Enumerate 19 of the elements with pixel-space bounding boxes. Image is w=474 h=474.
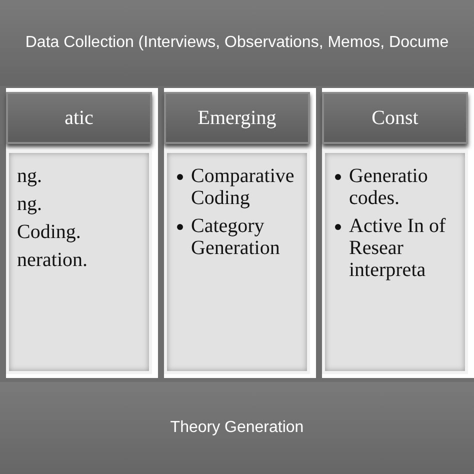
heading-panel	[322, 92, 468, 144]
bullet-item: Active In of Resear interpreta	[349, 215, 447, 281]
bullet-item: ng.	[17, 193, 42, 215]
band-title: Theory Generation	[170, 419, 304, 437]
bullet-item: Category Generation	[191, 215, 281, 259]
bullet-item: neration.	[17, 249, 88, 271]
bullet-item: ng.	[17, 165, 42, 187]
column-heading: Const	[372, 106, 418, 130]
heading-panel	[164, 92, 310, 144]
heading-panel	[6, 92, 152, 144]
content-panel	[6, 150, 152, 374]
column-heading: Emerging	[198, 106, 276, 130]
band-title: Data Collection (Interviews, Observations, Memos, Docume	[25, 34, 449, 52]
column-heading: atic	[64, 106, 94, 130]
content-panel	[164, 150, 310, 374]
bullet-item: Coding.	[17, 221, 81, 243]
content-panel	[322, 150, 468, 374]
bullet-item: Generatio codes.	[349, 165, 429, 209]
bullet-item: Comparative Coding	[191, 165, 296, 209]
